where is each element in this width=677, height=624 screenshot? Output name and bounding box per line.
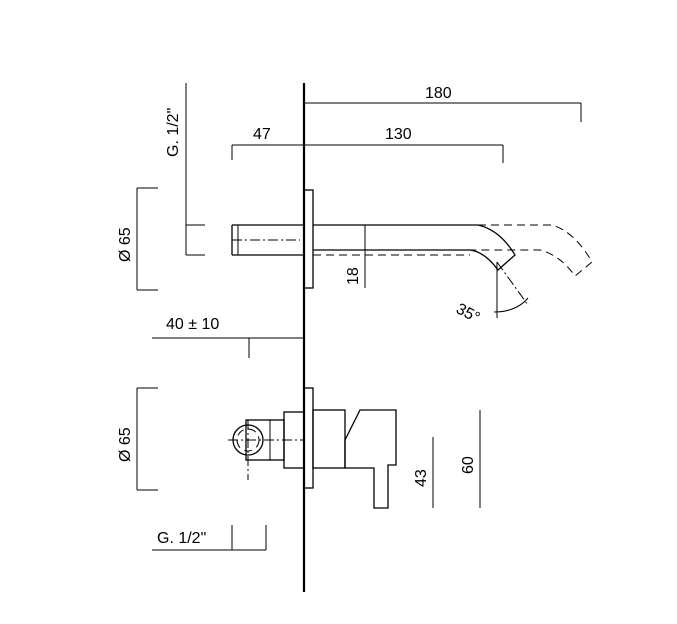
dim-43-label: 43 <box>413 469 430 487</box>
dim-130-label: 130 <box>385 126 412 143</box>
dim-dia-bottom-label: Ø 65 <box>117 427 134 462</box>
dim-dia-top-label: Ø 65 <box>117 227 134 262</box>
spout-extended-outline <box>470 224 593 277</box>
dim-thread-bottom-label: G. 1/2" <box>157 530 206 547</box>
dim-thread-top-label: G. 1/2" <box>165 108 182 157</box>
spout-wall-plate <box>303 189 314 289</box>
angle-35-label: 35° <box>453 301 482 327</box>
dim-40-label: 40 ± 10 <box>166 316 219 333</box>
dim-thread-top: G. 1/2" <box>165 83 205 256</box>
dim-dia-bottom: Ø 65 <box>117 387 158 491</box>
mixer-body <box>312 409 346 469</box>
mixer-view <box>228 387 397 509</box>
dim-40: 40 ± 10 <box>152 316 304 358</box>
mixer-lever <box>344 409 397 509</box>
dim-180: 180 <box>304 85 582 122</box>
dim-60-label: 60 <box>460 456 477 474</box>
dim-18-label: 18 <box>345 267 362 285</box>
dim-47: 47 <box>231 126 304 160</box>
dim-43: 43 <box>413 437 434 508</box>
dim-18: 18 <box>345 225 366 288</box>
spout-body <box>313 224 516 271</box>
spout-view <box>231 189 593 318</box>
dim-thread-bottom: G. 1/2" <box>152 525 267 551</box>
dim-dia-top: Ø 65 <box>117 187 158 291</box>
dim-130: 130 <box>304 126 504 163</box>
dim-60: 60 <box>460 410 481 508</box>
dim-47-label: 47 <box>253 126 271 143</box>
mixer-wall-plate <box>303 387 314 489</box>
dim-180-label: 180 <box>425 85 452 102</box>
